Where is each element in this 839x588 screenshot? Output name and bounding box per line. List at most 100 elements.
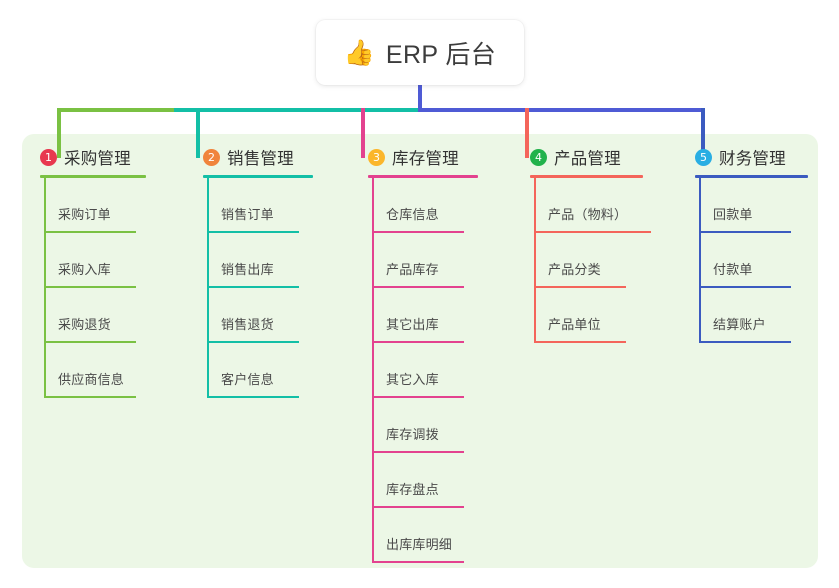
branch-underline (530, 175, 643, 178)
connector-drop-1 (57, 108, 61, 158)
connector-bus-segment-2 (174, 108, 418, 112)
branch-trunk-line (534, 178, 536, 343)
connector-drop-3 (361, 108, 365, 158)
branch-header-4[interactable]: 4 产品管理 (512, 146, 667, 168)
branch-item[interactable]: 销售订单 (207, 178, 335, 233)
branch-number-badge: 1 (40, 148, 57, 166)
branch-underline (368, 175, 478, 178)
branch-item-label: 产品（物料） (548, 207, 628, 222)
branch-item-label: 库存盘点 (386, 482, 439, 497)
root-node-title: ERP 后台 (385, 40, 497, 69)
branch-item-label: 采购入库 (58, 262, 111, 277)
branch-item[interactable]: 采购退货 (44, 288, 172, 343)
branch-item-list: 销售订单销售出库销售退货客户信息 (207, 178, 335, 398)
branch-item[interactable]: 销售出库 (207, 233, 335, 288)
branch-title: 财务管理 (719, 150, 786, 168)
diagram-panel-background (22, 134, 818, 568)
branch-trunk-line (207, 178, 209, 398)
branch-underline (40, 175, 146, 178)
branch-item[interactable]: 供应商信息 (44, 343, 172, 398)
branch-column-1: 1 采购管理采购订单采购入库采购退货供应商信息 (22, 146, 172, 398)
branch-item-label: 其它入库 (386, 372, 439, 387)
branch-item[interactable]: 出库库明细 (372, 508, 500, 563)
branch-item-underline (534, 341, 626, 343)
branch-trunk-line (372, 178, 374, 563)
branch-item[interactable]: 产品库存 (372, 233, 500, 288)
branch-column-2: 2 销售管理销售订单销售出库销售退货客户信息 (185, 146, 335, 398)
branch-header-5[interactable]: 5 财务管理 (677, 146, 822, 168)
branch-item-label: 产品分类 (548, 262, 601, 277)
branch-item-underline (207, 231, 299, 233)
branch-item[interactable]: 客户信息 (207, 343, 335, 398)
branch-item-list: 采购订单采购入库采购退货供应商信息 (44, 178, 172, 398)
branch-item[interactable]: 产品（物料） (534, 178, 667, 233)
branch-header-2[interactable]: 2 销售管理 (185, 146, 335, 168)
branch-item[interactable]: 销售退货 (207, 288, 335, 343)
branch-number-badge: 5 (695, 148, 712, 166)
branch-item-underline (372, 506, 464, 508)
branch-item[interactable]: 付款单 (699, 233, 822, 288)
branch-item[interactable]: 其它入库 (372, 343, 500, 398)
branch-item-underline (372, 396, 464, 398)
branch-number-badge: 3 (368, 148, 385, 166)
connector-root-stem (418, 85, 422, 108)
branch-item-label: 付款单 (713, 262, 753, 277)
branch-item-label: 产品库存 (386, 262, 439, 277)
branch-item[interactable]: 采购订单 (44, 178, 172, 233)
branch-item-underline (44, 341, 136, 343)
root-node-content: 👍 ERP 后台 (344, 35, 496, 71)
branch-item-label: 回款单 (713, 207, 753, 222)
branch-item-underline (207, 286, 299, 288)
branch-item-underline (372, 341, 464, 343)
branch-item-label: 供应商信息 (58, 372, 125, 387)
branch-item-label: 仓库信息 (386, 207, 439, 222)
branch-item-label: 销售订单 (221, 207, 274, 222)
branch-item-list: 回款单付款单结算账户 (699, 178, 822, 343)
branch-item-underline (534, 286, 626, 288)
branch-item-underline (699, 231, 791, 233)
branch-item-label: 销售退货 (221, 317, 274, 332)
branch-item[interactable]: 库存调拨 (372, 398, 500, 453)
branch-title: 销售管理 (227, 150, 294, 168)
branch-item-underline (207, 396, 299, 398)
branch-item-underline (372, 561, 464, 563)
branch-item-label: 销售出库 (221, 262, 274, 277)
branch-title: 采购管理 (64, 150, 131, 168)
branch-item-label: 出库库明细 (386, 537, 453, 552)
branch-item-underline (699, 286, 791, 288)
connector-drop-4 (525, 108, 529, 158)
branch-item-label: 采购订单 (58, 207, 111, 222)
branch-item-underline (372, 286, 464, 288)
branch-item[interactable]: 其它出库 (372, 288, 500, 343)
branch-trunk-line (699, 178, 701, 343)
connector-drop-5 (701, 108, 705, 158)
branch-item-label: 客户信息 (221, 372, 274, 387)
branch-item[interactable]: 库存盘点 (372, 453, 500, 508)
branch-item-list: 仓库信息产品库存其它出库其它入库库存调拨库存盘点出库库明细 (372, 178, 500, 563)
branch-item[interactable]: 回款单 (699, 178, 822, 233)
root-node-erp-backend[interactable]: 👍 ERP 后台 (316, 20, 524, 85)
branch-item[interactable]: 采购入库 (44, 233, 172, 288)
branch-item[interactable]: 结算账户 (699, 288, 822, 343)
branch-item[interactable]: 仓库信息 (372, 178, 500, 233)
thumbs-up-icon: 👍 (343, 38, 375, 67)
connector-bus-segment-3 (418, 108, 704, 112)
branch-item-label: 采购退货 (58, 317, 111, 332)
branch-item[interactable]: 产品分类 (534, 233, 667, 288)
branch-header-1[interactable]: 1 采购管理 (22, 146, 172, 168)
branch-title: 产品管理 (554, 150, 621, 168)
branch-item-underline (372, 451, 464, 453)
branch-number-badge: 4 (530, 148, 547, 166)
branch-item[interactable]: 产品单位 (534, 288, 667, 343)
connector-drop-2 (196, 108, 200, 158)
branch-item-underline (44, 286, 136, 288)
branch-trunk-line (44, 178, 46, 398)
branch-item-underline (699, 341, 791, 343)
branch-item-label: 产品单位 (548, 317, 601, 332)
branch-item-label: 结算账户 (713, 317, 766, 332)
branch-number-badge: 2 (203, 148, 220, 166)
branch-column-5: 5 财务管理回款单付款单结算账户 (677, 146, 822, 343)
connector-bus-segment-1 (57, 108, 174, 112)
branch-item-list: 产品（物料） 产品分类产品单位 (534, 178, 667, 343)
